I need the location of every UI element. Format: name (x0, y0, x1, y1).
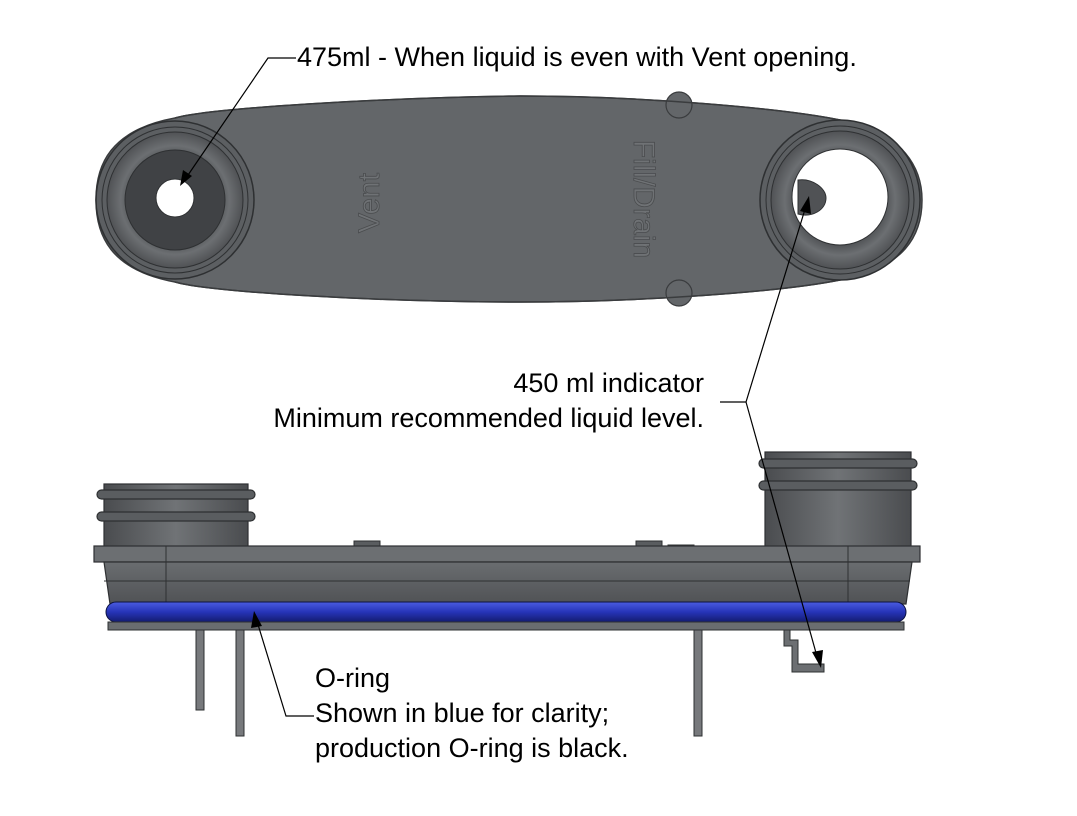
right-neck (758, 451, 918, 549)
indicator-description: Minimum recommended liquid level. (273, 403, 704, 433)
leader-vent (185, 57, 296, 179)
vent-level-text: 475ml - When liquid is even with Vent op… (297, 42, 857, 72)
oring-callout: O-ring Shown in blue for clarity; produc… (315, 661, 629, 766)
reservoir-body-side (103, 561, 913, 605)
oring-title: O-ring (315, 663, 391, 693)
side-view (93, 451, 921, 737)
fill-drain-emboss-label: Fill/Drain (627, 140, 660, 258)
indicator-callout: 450 ml indicator Minimum recommended liq… (273, 366, 704, 436)
fill-drain-port (759, 119, 921, 281)
vent-port (95, 120, 255, 280)
leader-oring (255, 617, 314, 717)
o-ring (105, 601, 907, 623)
vent-emboss-label: Vent (353, 172, 386, 233)
leader-indicator-bottom (745, 401, 819, 661)
lid-plate (93, 545, 921, 563)
leader-lines (180, 57, 823, 717)
left-neck (96, 483, 256, 549)
oring-note-1: Shown in blue for clarity; (315, 698, 610, 728)
indicator-title: 450 ml indicator (513, 368, 704, 398)
oring-note-2: production O-ring is black. (315, 733, 629, 763)
vent-level-callout: 475ml - When liquid is even with Vent op… (297, 40, 857, 75)
top-view: Vent Fill/Drain (95, 91, 923, 307)
indicator-hook (783, 629, 825, 673)
